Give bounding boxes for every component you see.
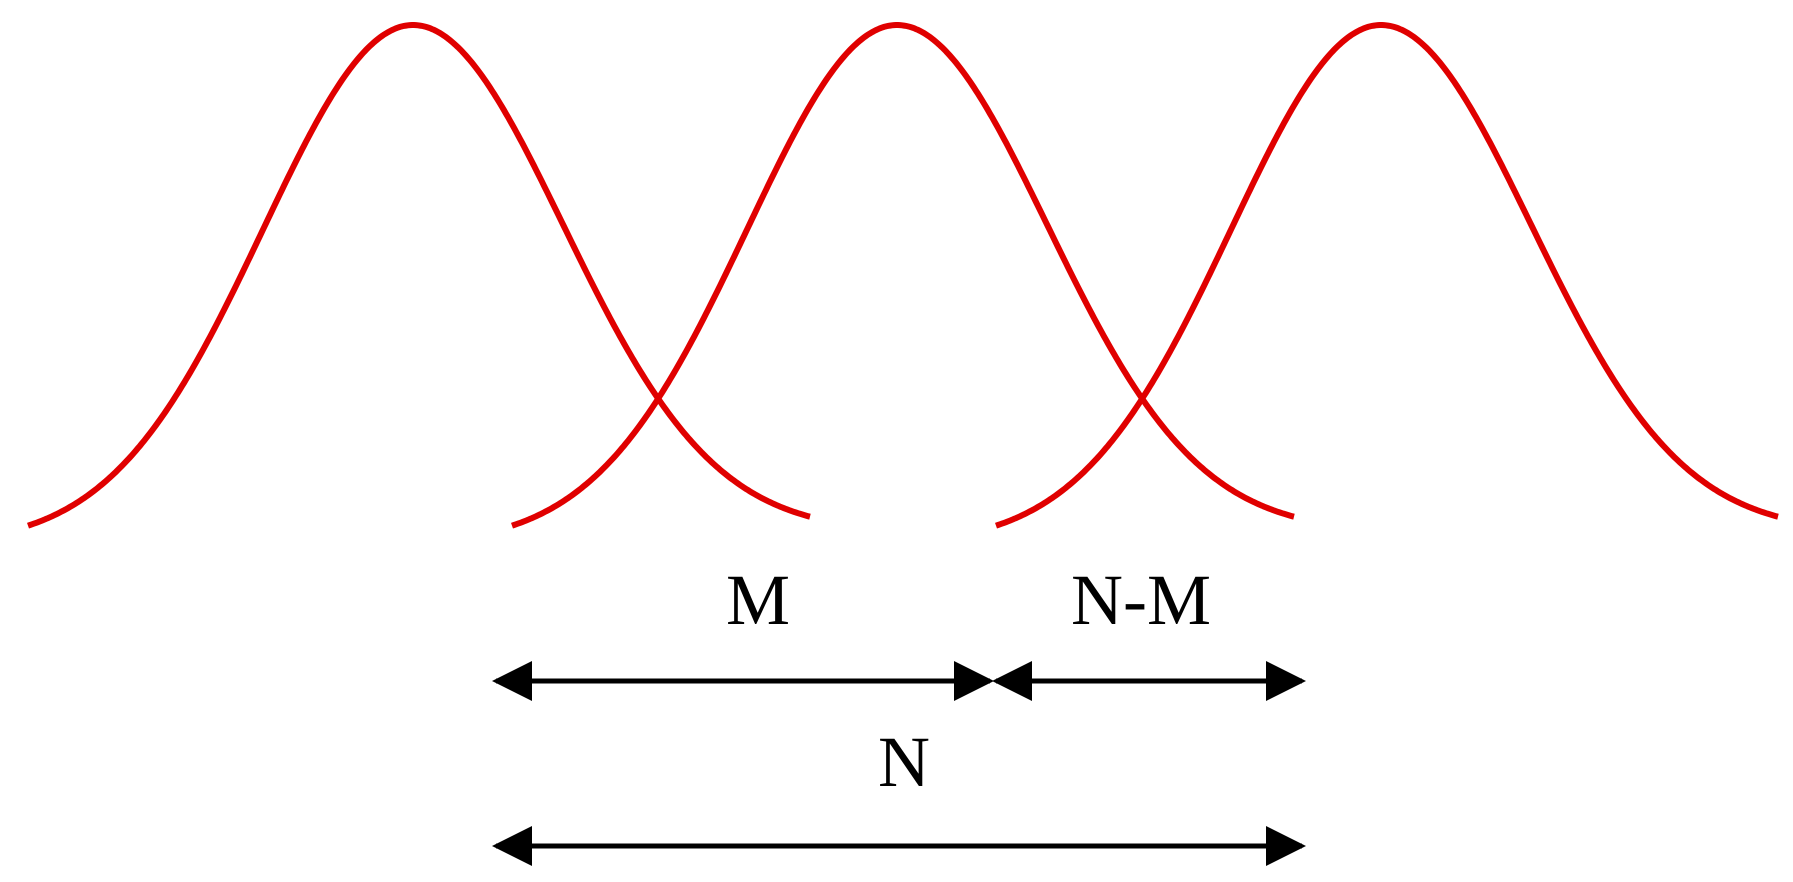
bell-curve-3 [995, 22, 1779, 529]
label-m: M [726, 560, 790, 640]
bell-curve-2 [511, 22, 1295, 529]
label-n-minus-m: N-M [1071, 560, 1211, 640]
bell-curve-1 [27, 22, 811, 529]
label-n: N [878, 722, 930, 802]
